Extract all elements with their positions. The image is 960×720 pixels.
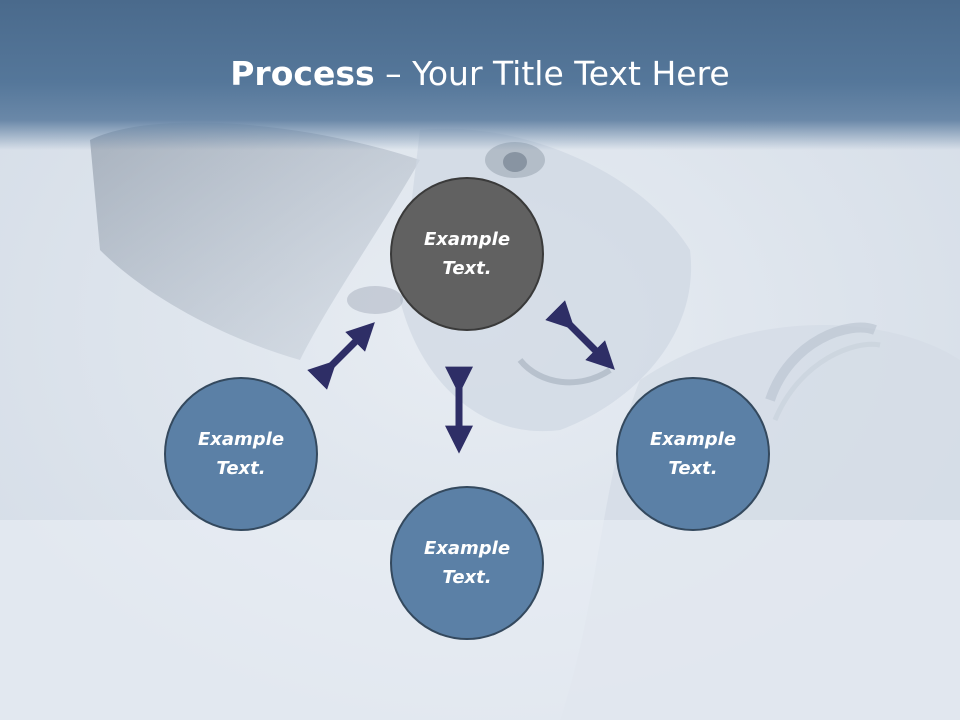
node-bottom-line2: Text. xyxy=(442,567,492,588)
slide-title[interactable]: Process – Your Title Text Here xyxy=(0,52,960,96)
node-bottom-line1: Example xyxy=(423,538,511,559)
title-banner xyxy=(0,0,960,150)
node-right-line1: Example xyxy=(649,429,737,450)
node-right-line2: Text. xyxy=(668,458,718,479)
node-left-line2: Text. xyxy=(216,458,266,479)
title-rest: – Your Title Text Here xyxy=(374,54,730,93)
node-top-line1: Example xyxy=(423,229,511,250)
node-top-line2: Text. xyxy=(442,258,492,279)
title-bold: Process xyxy=(230,54,375,93)
node-left-line1: Example xyxy=(197,429,285,450)
